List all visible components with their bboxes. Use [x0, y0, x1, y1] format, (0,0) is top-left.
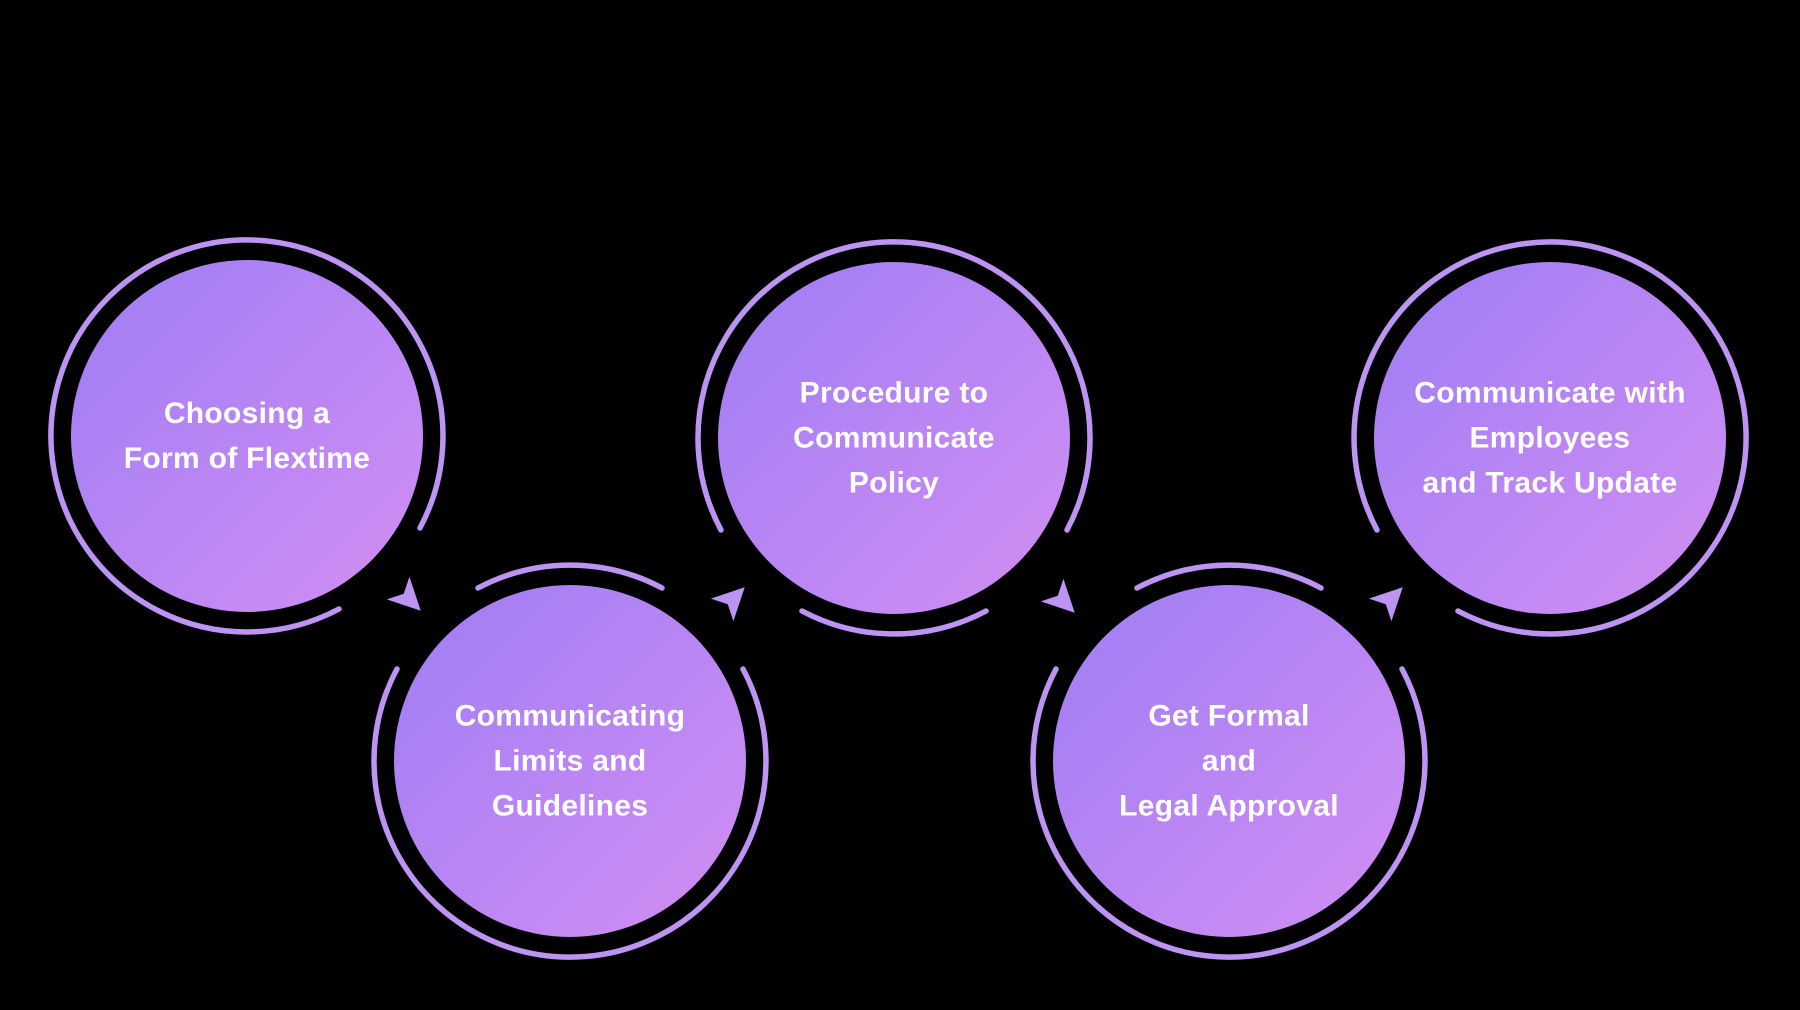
node-5-circle — [1374, 262, 1726, 614]
arrow-2-to-3-icon — [710, 587, 745, 622]
node-4-group — [1030, 562, 1428, 960]
node-1-circle — [71, 260, 423, 612]
arrow-3-to-4-icon — [1040, 578, 1075, 613]
arrow-4-to-5-icon — [1368, 587, 1403, 622]
node-4-circle — [1053, 585, 1405, 937]
node-5-ring — [1351, 239, 1749, 637]
node-4-ring-bottom — [1030, 666, 1428, 960]
node-3-circle — [718, 262, 1070, 614]
arrow-1-to-2-icon — [386, 576, 421, 611]
node-2-group — [371, 562, 769, 960]
node-4-ring-top — [1134, 562, 1324, 591]
node-1-group — [48, 237, 446, 635]
node-2-circle — [394, 585, 746, 937]
node-1-ring — [48, 237, 446, 635]
node-3-ring-bottom — [799, 608, 989, 637]
node-2-ring-top — [475, 562, 665, 591]
node-5-group — [1351, 239, 1749, 637]
node-3-ring-top — [695, 239, 1093, 533]
node-3-group — [695, 239, 1093, 637]
node-2-ring-bottom — [371, 666, 769, 960]
